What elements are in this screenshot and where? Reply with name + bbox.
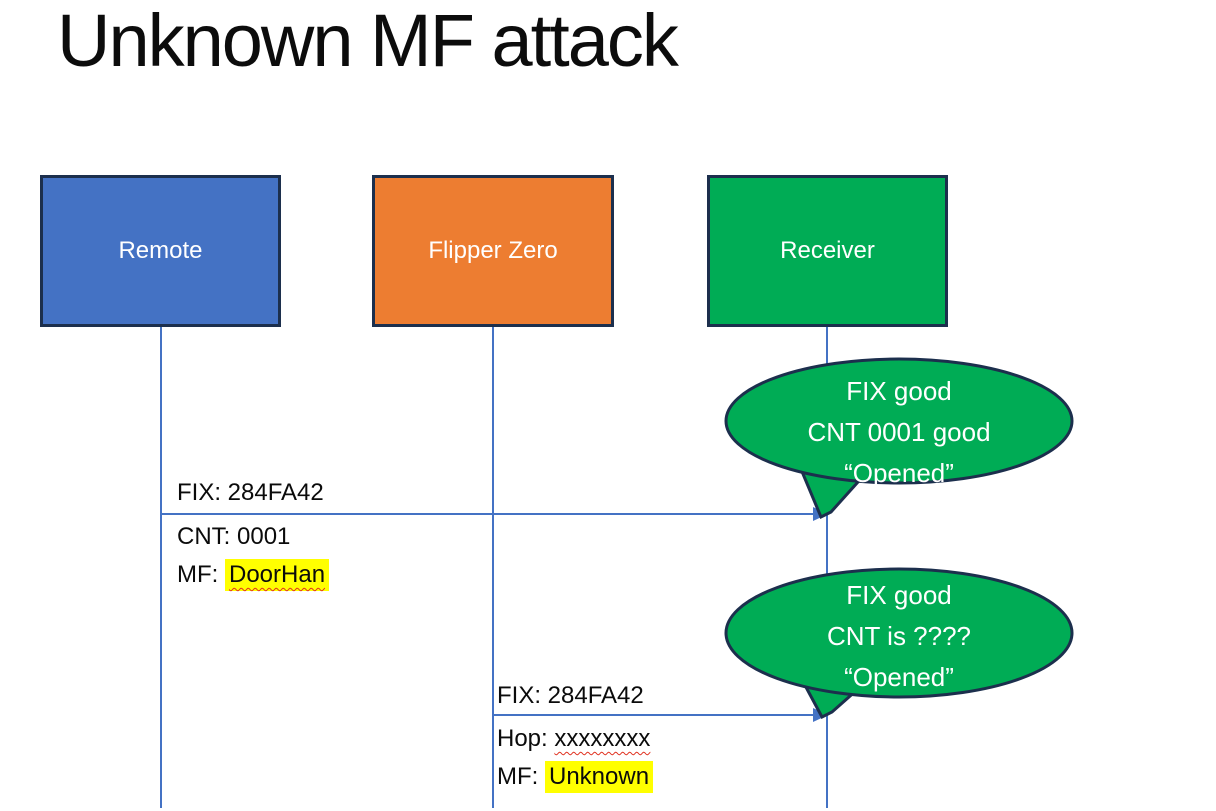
- callout-1-line-2: CNT 0001 good: [807, 417, 991, 447]
- actor-box-flipper-zero: Flipper Zero: [372, 175, 614, 327]
- message-2-fix-label: FIX: 284FA42: [497, 682, 644, 709]
- callout-2-line-1: FIX good: [846, 580, 952, 610]
- callout-1-line-1: FIX good: [846, 376, 952, 406]
- message-2-hop-value: xxxxxxxx: [554, 725, 651, 752]
- message-arrow-remote-to-receiver: [161, 513, 814, 515]
- arrowhead-icon: [813, 708, 828, 722]
- callout-2-line-2: CNT is ????: [826, 621, 972, 651]
- lifeline-remote: [160, 327, 162, 808]
- lifeline-flipper-zero: [492, 327, 494, 808]
- actor-box-remote: Remote: [40, 175, 281, 327]
- message-arrow-flipper-to-receiver: [493, 714, 814, 716]
- message-1-mf-label: MF: DoorHan: [177, 559, 330, 591]
- message-1-cnt-label: CNT: 0001: [177, 523, 291, 550]
- message-2-hop-prefix: Hop:: [497, 725, 555, 752]
- message-1-mf-prefix: MF:: [177, 561, 225, 588]
- callout-2-line-3: “Opened”: [844, 662, 954, 692]
- actor-box-receiver: Receiver: [707, 175, 948, 327]
- message-2-hop-label: Hop: xxxxxxxx: [497, 724, 650, 754]
- message-2-mf-value-highlighted: Unknown: [545, 761, 654, 793]
- actor-label-remote: Remote: [118, 237, 203, 264]
- page-title: Unknown MF attack: [57, 0, 679, 82]
- message-1-mf-value-highlighted: DoorHan: [225, 559, 330, 591]
- callout-1-text: FIX good CNT 0001 good “Opened”: [729, 371, 1069, 494]
- actor-label-flipper-zero: Flipper Zero: [428, 237, 558, 264]
- message-2-mf-prefix: MF:: [497, 763, 545, 790]
- message-2-mf-label: MF: Unknown: [497, 761, 654, 793]
- arrowhead-icon: [813, 507, 828, 521]
- callout-1-line-3: “Opened”: [844, 458, 954, 488]
- callout-2-text: FIX good CNT is ???? “Opened”: [729, 575, 1069, 698]
- actor-label-receiver: Receiver: [780, 237, 875, 264]
- message-1-fix-label: FIX: 284FA42: [177, 479, 324, 506]
